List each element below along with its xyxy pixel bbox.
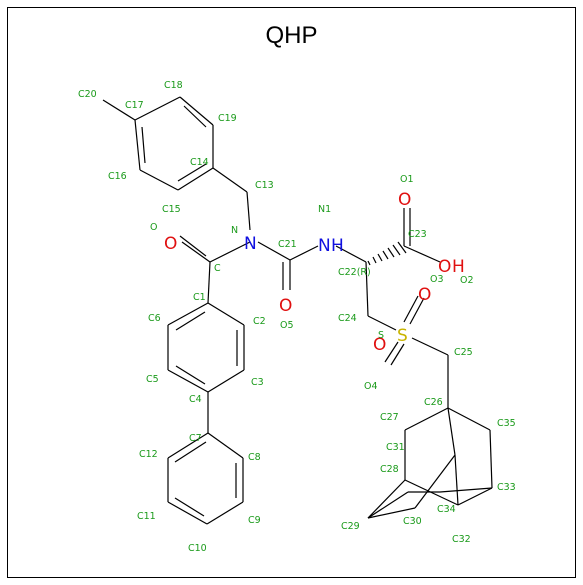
sulfone-group (384, 295, 449, 408)
label-c19: C19 (218, 113, 237, 124)
label-c12: C12 (139, 449, 158, 460)
sulfone-oxygen-bottom: O (373, 335, 386, 355)
urea-core (179, 235, 367, 304)
label-c6: C6 (148, 313, 161, 324)
amine-nitrogen: N (318, 236, 331, 256)
label-c24: C24 (338, 313, 357, 324)
label-o5: O5 (280, 320, 294, 331)
label-c5: C5 (146, 374, 159, 385)
label-c14: C14 (190, 157, 209, 168)
label-c18: C18 (164, 80, 183, 91)
label-o: O (150, 222, 157, 233)
label-o1: O1 (400, 174, 414, 185)
label-o3: O3 (430, 274, 444, 285)
label-c30: C30 (403, 516, 422, 527)
label-o4: O4 (364, 381, 378, 392)
carbonyl-oxygen: O (398, 190, 411, 210)
molecule-title: QHP (265, 22, 318, 49)
label-c26: C26 (424, 397, 443, 408)
label-c23: C23 (408, 229, 427, 240)
urea-oxygen: O (279, 296, 292, 316)
label-n1: N1 (318, 204, 331, 215)
adamantane-cage (367, 407, 493, 519)
carboxylic-acid-group (365, 208, 441, 331)
label-c33: C33 (497, 482, 516, 493)
label-c11: C11 (137, 511, 156, 522)
label-c34: C34 (437, 504, 456, 515)
label-c29: C29 (341, 521, 360, 532)
label-c13: C13 (255, 180, 274, 191)
label-c22: C22(R) (338, 267, 371, 278)
sulfone-oxygen-top: O (418, 285, 431, 305)
label-c15: C15 (162, 204, 181, 215)
phenyl-ring (167, 432, 244, 525)
label-c17: C17 (125, 100, 144, 111)
label-c4: C4 (189, 394, 202, 405)
benzoyl-ring (167, 302, 245, 433)
label-c7: C7 (189, 433, 202, 444)
label-c9: C9 (248, 515, 261, 526)
amide-nitrogen: N (244, 234, 257, 254)
label-c2: C2 (253, 316, 266, 327)
label-c31: C31 (386, 442, 405, 453)
label-c8: C8 (248, 452, 261, 463)
heteroatom-symbols: O N N H O O H S O O O (164, 190, 465, 355)
label-o2: O2 (460, 275, 474, 286)
hydroxyl-oxygen: O (438, 257, 451, 277)
label-c10: C10 (188, 543, 207, 554)
sulfur-atom: S (397, 326, 408, 346)
label-c3: C3 (251, 377, 264, 388)
label-c28: C28 (380, 464, 399, 475)
label-c27: C27 (380, 412, 399, 423)
label-c32: C32 (452, 534, 471, 545)
label-c: C (214, 263, 221, 274)
label-c1: C1 (193, 292, 206, 303)
label-c35: C35 (497, 418, 516, 429)
methylbenzyl-group (102, 96, 251, 231)
amine-hydrogen: H (331, 236, 344, 256)
atom-labels: C20 C17 C18 C19 C16 C14 C13 C15 O N C C2… (78, 80, 516, 554)
stereo-hash-bond (367, 241, 407, 266)
diagram-frame (7, 7, 576, 578)
label-c21: C21 (278, 239, 297, 250)
label-c25: C25 (454, 347, 473, 358)
label-c16: C16 (108, 171, 127, 182)
hydroxyl-hydrogen: H (452, 257, 465, 277)
label-c20: C20 (78, 89, 97, 100)
label-n: N (231, 225, 238, 236)
amide-oxygen: O (164, 234, 177, 254)
label-s: S (378, 330, 384, 341)
